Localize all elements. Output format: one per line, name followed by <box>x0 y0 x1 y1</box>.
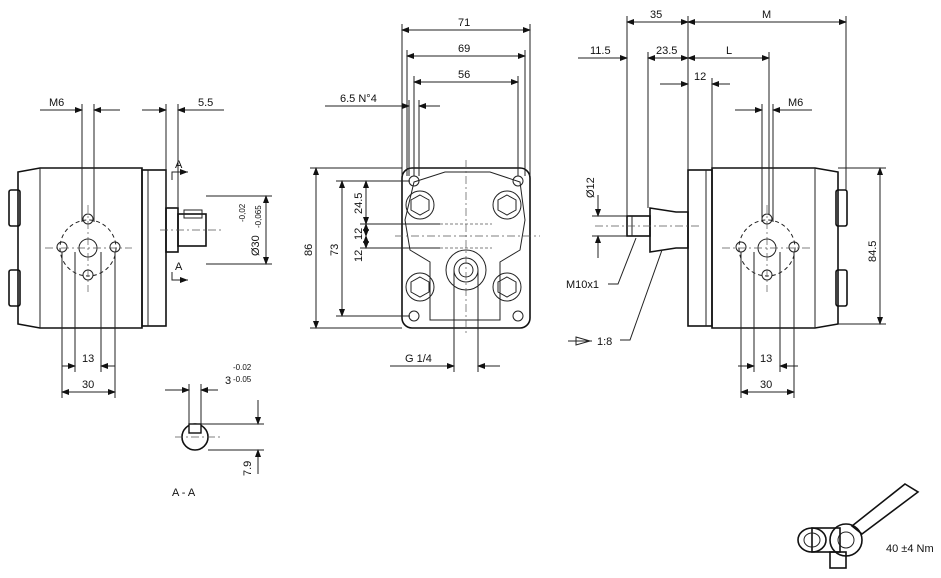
left-dim-30: 30 <box>82 379 94 391</box>
left-side-view <box>8 104 272 398</box>
left-dim-shaft-tol-upper: -0,02 <box>238 203 247 222</box>
left-dim-m6: M6 <box>49 97 64 109</box>
left-dim-5-5: 5.5 <box>198 97 213 109</box>
section-dim-3-tol-upper: -0.02 <box>233 363 252 372</box>
right-dim-l: L <box>726 45 732 57</box>
front-dim-69: 69 <box>458 43 470 55</box>
front-dim-12a: 12 <box>353 228 365 240</box>
section-mark-a-top: A <box>175 159 183 171</box>
right-dim-thread: M10x1 <box>566 279 599 291</box>
front-dim-71: 71 <box>458 17 470 29</box>
section-dim-7-9: 7.9 <box>242 461 254 476</box>
front-dim-86: 86 <box>303 244 315 256</box>
section-label: A - A <box>172 487 196 499</box>
section-dim-3: 3 <box>225 375 231 387</box>
front-dim-port: G 1/4 <box>405 353 432 365</box>
right-dim-m6: M6 <box>788 97 803 109</box>
front-dim-24-5: 24.5 <box>353 193 365 214</box>
right-dim-30: 30 <box>760 379 772 391</box>
front-dim-73: 73 <box>329 244 341 256</box>
right-dim-dia12: Ø12 <box>585 177 597 198</box>
right-dim-m: M <box>762 9 771 21</box>
right-dim-23-5: 23.5 <box>656 45 677 57</box>
front-view <box>310 24 540 372</box>
front-dim-56: 56 <box>458 69 470 81</box>
left-dim-shaft-dia: Ø30 <box>250 235 262 256</box>
right-dim-taper: 1:8 <box>597 336 612 348</box>
right-dim-12: 12 <box>694 71 706 83</box>
section-a-a-view <box>165 384 264 474</box>
left-dim-13: 13 <box>82 353 94 365</box>
right-dim-84-5: 84.5 <box>867 241 879 262</box>
right-dim-11-5: 11.5 <box>590 45 611 57</box>
right-side-view <box>568 16 886 398</box>
right-dim-35: 35 <box>650 9 662 21</box>
left-dim-shaft-tol-lower: -0,065 <box>254 205 263 228</box>
front-dim-holes: 6.5 N°4 <box>340 93 377 105</box>
front-dim-12b: 12 <box>353 250 365 262</box>
right-dim-13: 13 <box>760 353 772 365</box>
section-dim-3-tol-lower: -0.05 <box>233 375 252 384</box>
section-mark-a-bottom: A <box>175 261 183 273</box>
torque-label: 40 ±4 Nm <box>886 543 934 555</box>
wrench-icon <box>797 483 920 569</box>
